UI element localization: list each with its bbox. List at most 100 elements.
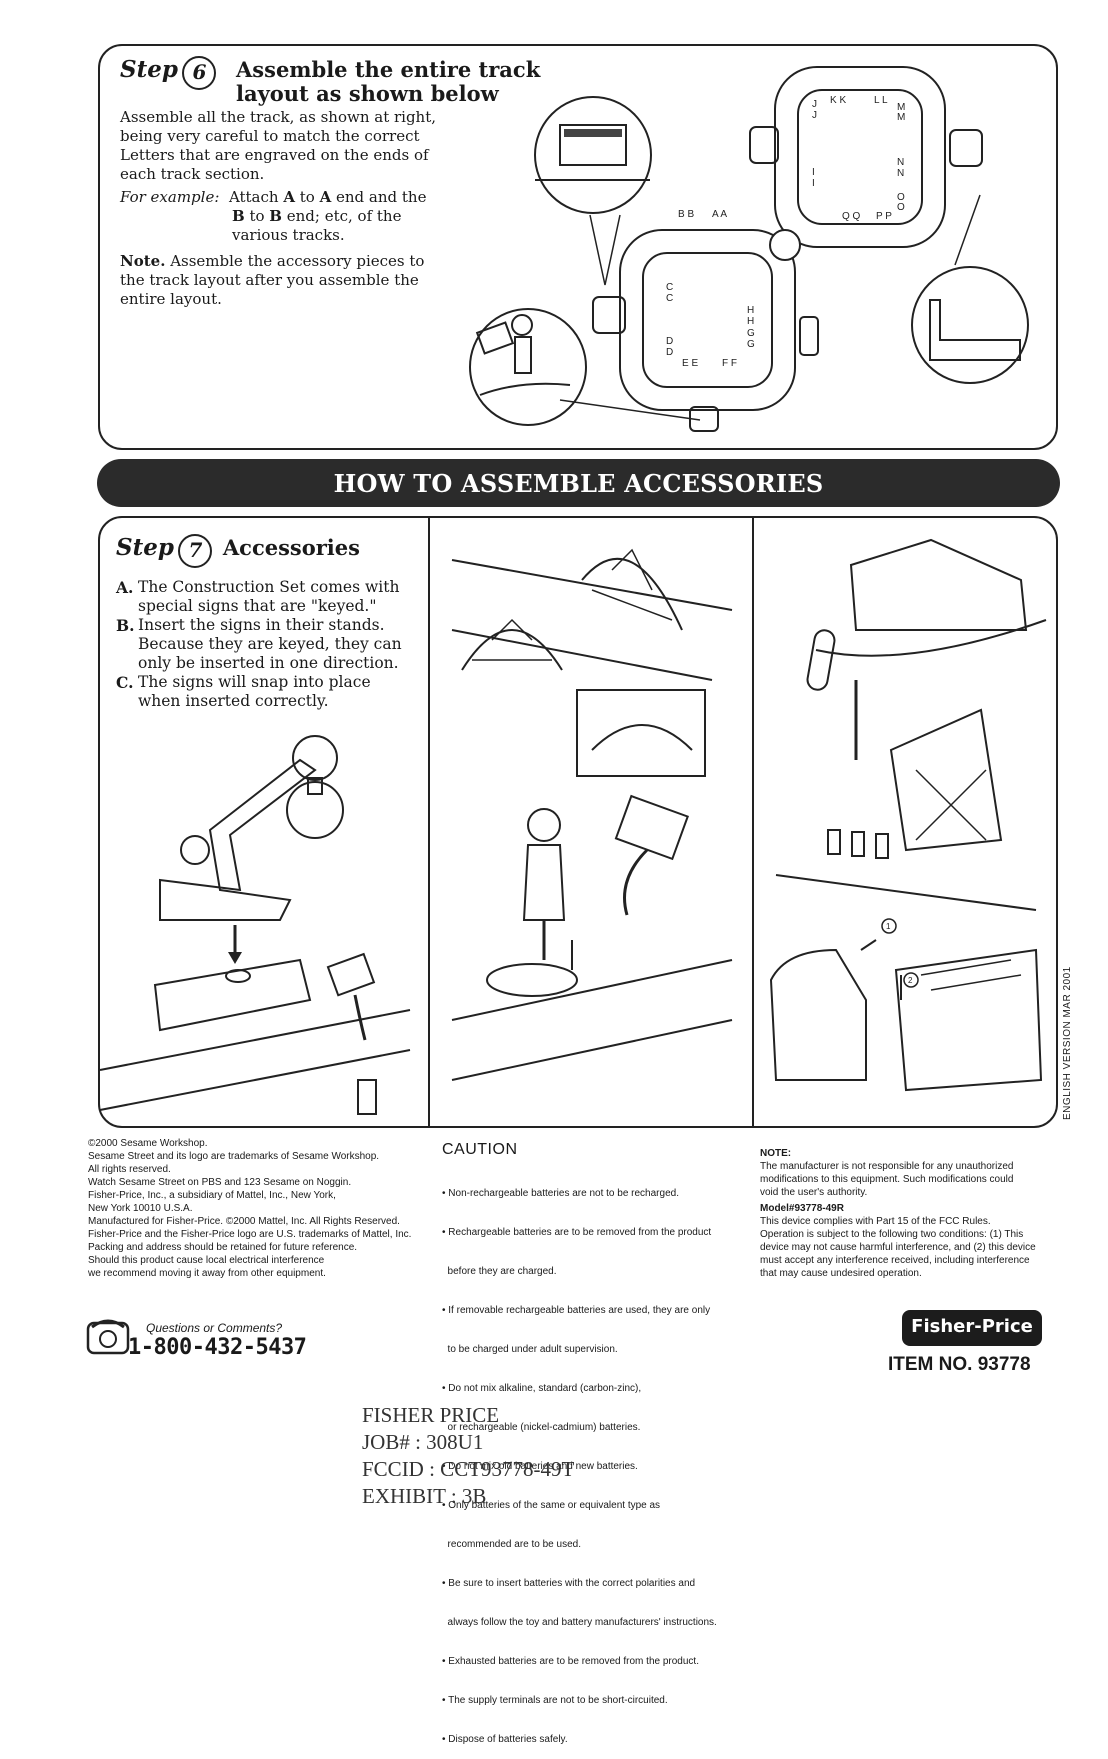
list-key: C. xyxy=(116,673,134,692)
bridge-illustration xyxy=(451,548,733,1081)
track-letter: I xyxy=(812,167,815,178)
note-line: This device complies with Part 15 of the… xyxy=(760,1216,991,1227)
list-text: The signs will snap into place when inse… xyxy=(138,673,371,710)
track-letter: O xyxy=(897,202,905,213)
tower-ramp-illustration: 1 2 xyxy=(769,538,1047,1092)
example-label: For example: xyxy=(120,188,220,206)
model-number: Model#93778-49R xyxy=(760,1203,844,1214)
exhibit-line: EXHIBIT : 3B xyxy=(362,1484,487,1508)
caution-item: • Do not mix old batteries and new batte… xyxy=(442,1461,638,1472)
track-letter: Q Q xyxy=(842,211,861,222)
exhibit-line: JOB# : 308U1 xyxy=(362,1430,484,1454)
note-line: The manufacturer is not responsible for … xyxy=(760,1161,1014,1172)
step7-word: Step xyxy=(116,534,174,562)
example-text: end and the xyxy=(331,188,427,206)
letter-a: A xyxy=(319,188,332,206)
legal-line: Manufactured for Fisher-Price. ©2000 Mat… xyxy=(88,1216,400,1227)
track-layout-diagram: J J K K L L M M I I N N O O B B A A Q Q … xyxy=(469,66,1029,432)
note-text: Assemble the accessory pieces to the tra… xyxy=(120,252,425,308)
step7-number: 7 xyxy=(178,534,213,568)
list-text: The Construction Set comes with special … xyxy=(138,578,400,615)
section-banner: HOW TO ASSEMBLE ACCESSORIES xyxy=(97,459,1060,507)
legal-line: Sesame Street and its logo are trademark… xyxy=(88,1151,380,1162)
caution-item: • Exhausted batteries are to be removed … xyxy=(442,1656,699,1667)
list-key: B. xyxy=(116,616,135,635)
callout-2: 2 xyxy=(908,976,913,985)
exhibit-stamp: FISHER PRICE JOB# : 308U1 FCCID : CCT937… xyxy=(362,1402,742,1510)
example-text: end; etc, of the xyxy=(281,207,402,225)
track-letter: C xyxy=(666,293,673,304)
list-key: A. xyxy=(116,578,134,597)
legal-line: ©2000 Sesame Workshop. xyxy=(88,1138,208,1149)
track-letter: F F xyxy=(722,358,737,369)
version-note: ENGLISH VERSION MAR 2001 xyxy=(1062,966,1073,1120)
caution-item: • Do not mix alkaline, standard (carbon-… xyxy=(442,1383,642,1394)
track-letter: K K xyxy=(830,95,846,106)
track-letter: B B xyxy=(678,209,694,220)
step7-list: A.The Construction Set comes with specia… xyxy=(116,578,416,711)
step6-example: For example: Attach A to A end and the B… xyxy=(120,188,450,245)
panel-divider xyxy=(428,516,430,1128)
track-letter: H xyxy=(747,305,754,316)
step6-panel xyxy=(98,44,1058,450)
caution-item: • Be sure to insert batteries with the c… xyxy=(442,1578,696,1589)
example-text: Attach xyxy=(228,188,284,206)
example-text: various tracks. xyxy=(232,226,345,244)
note-line: Operation is subject to the following tw… xyxy=(760,1229,1024,1240)
example-text: to xyxy=(294,188,320,206)
track-letter: N xyxy=(897,157,904,168)
step7-heading: Step 7 Accessories xyxy=(116,534,416,568)
caution-item: always follow the toy and battery manufa… xyxy=(442,1617,717,1628)
exhibit-line: FISHER PRICE xyxy=(362,1403,500,1427)
note-line: modifications to this equipment. Such mo… xyxy=(760,1174,1014,1185)
caution-heading: CAUTION xyxy=(442,1141,518,1158)
crane-illustration xyxy=(99,735,411,1115)
list-text: Insert the signs in their stands. Becaus… xyxy=(138,616,402,672)
track-letter: D xyxy=(666,336,673,347)
caution-item: or rechargeable (nickel-cadmium) batteri… xyxy=(442,1422,641,1433)
phone-number[interactable]: 1-800-432-5437 xyxy=(128,1335,307,1360)
track-letter: J xyxy=(812,99,817,110)
caution-item: • The supply terminals are not to be sho… xyxy=(442,1695,668,1706)
track-letter: G xyxy=(747,339,755,350)
legal-line: Should this product cause local electric… xyxy=(88,1255,325,1266)
step6-note: Note. Assemble the accessory pieces to t… xyxy=(120,252,440,309)
track-letter: M xyxy=(897,102,905,113)
caution-item: to be charged under adult supervision. xyxy=(442,1344,618,1355)
note-line: must accept any interference received, i… xyxy=(760,1255,1030,1266)
list-item: A.The Construction Set comes with specia… xyxy=(116,578,416,616)
track-letter: G xyxy=(747,328,755,339)
caution-item: • Only batteries of the same or equivale… xyxy=(442,1500,661,1511)
fisher-price-logo: Fisher-Price xyxy=(902,1310,1042,1346)
track-letter: I xyxy=(812,178,815,189)
phone-icon xyxy=(86,1315,130,1360)
track-letter: C xyxy=(666,282,673,293)
track-letter: N xyxy=(897,168,904,179)
track-letter: H xyxy=(747,316,754,327)
list-item: B.Insert the signs in their stands. Beca… xyxy=(116,616,416,673)
track-letter: J xyxy=(812,110,817,121)
legal-line: Fisher-Price and the Fisher-Price logo a… xyxy=(88,1229,412,1240)
list-item: C.The signs will snap into place when in… xyxy=(116,673,416,711)
banner-title: HOW TO ASSEMBLE ACCESSORIES xyxy=(333,469,824,498)
fcc-note: NOTE: The manufacturer is not responsibl… xyxy=(760,1147,1060,1280)
exhibit-line: FCCID : CCT93778-49T xyxy=(362,1457,575,1481)
legal-line: New York 10010 U.S.A. xyxy=(88,1203,193,1214)
track-letter: D xyxy=(666,347,673,358)
item-number: ITEM NO. 93778 xyxy=(888,1354,1031,1375)
caution-item: recommended are to be used. xyxy=(442,1539,581,1550)
step6-title-line2: layout as shown below xyxy=(236,81,499,106)
legal-line: Fisher-Price, Inc., a subsidiary of Matt… xyxy=(88,1190,336,1201)
example-text: to xyxy=(244,207,270,225)
note-line: device may not cause harmful interferenc… xyxy=(760,1242,1036,1253)
track-letter: A A xyxy=(712,209,727,220)
letter-a: A xyxy=(283,188,295,206)
caution-item: before they are charged. xyxy=(442,1266,557,1277)
step6-heading: Step 6 xyxy=(120,56,560,90)
track-letter: L L xyxy=(874,95,888,106)
footer-legal: ©2000 Sesame Workshop. Sesame Street and… xyxy=(88,1137,433,1280)
letter-b: B xyxy=(232,207,245,225)
step6-title: Assemble the entire track layout as show… xyxy=(236,58,566,106)
note-line: that may cause undesired operation. xyxy=(760,1268,922,1279)
caution-item: • Dispose of batteries safely. xyxy=(442,1734,568,1745)
